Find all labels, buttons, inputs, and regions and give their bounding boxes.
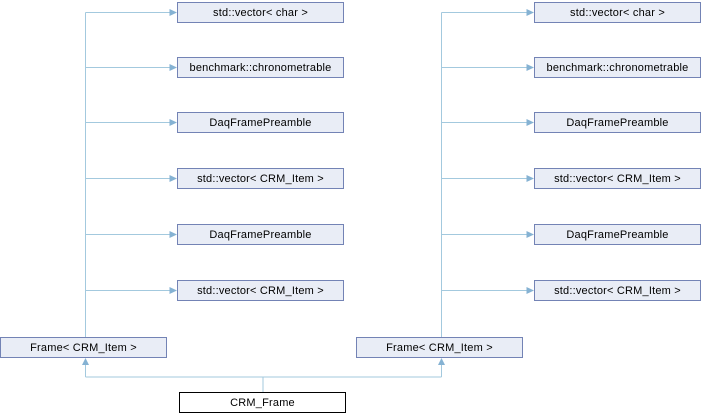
arrowhead-icon [169,9,177,16]
arrowhead-icon [526,64,534,71]
class-node-daq-preamble-2-right[interactable]: DaqFramePreamble [534,224,701,245]
arrowhead-icon [169,231,177,238]
class-node-vec-crm-item-1-right[interactable]: std::vector< CRM_Item > [534,168,701,189]
class-node-vec-crm-item-2-left[interactable]: std::vector< CRM_Item > [177,280,344,301]
arrowhead-icon [169,175,177,182]
class-node-vec-char-right[interactable]: std::vector< char > [534,2,701,23]
class-node-daq-preamble-1-right[interactable]: DaqFramePreamble [534,112,701,133]
arrowhead-icon [169,287,177,294]
class-node-chronometrable-left[interactable]: benchmark::chronometrable [177,57,344,78]
arrowhead-icon [169,119,177,126]
arrowhead-icon [526,9,534,16]
arrowhead-icon [438,358,445,365]
arrowhead-icon [526,231,534,238]
arrowhead-icon [526,287,534,294]
arrowhead-icon [526,119,534,126]
class-node-daq-preamble-2-left[interactable]: DaqFramePreamble [177,224,344,245]
class-node-chronometrable-right[interactable]: benchmark::chronometrable [534,57,701,78]
main-class-node-crm-frame: CRM_Frame [179,392,346,413]
arrowhead-icon [169,64,177,71]
class-node-vec-crm-item-2-right[interactable]: std::vector< CRM_Item > [534,280,701,301]
class-node-frame-right[interactable]: Frame< CRM_Item > [356,337,523,358]
class-node-vec-crm-item-1-left[interactable]: std::vector< CRM_Item > [177,168,344,189]
class-node-frame-left[interactable]: Frame< CRM_Item > [0,337,167,358]
arrowhead-icon [526,175,534,182]
arrowhead-icon [82,358,89,365]
class-node-daq-preamble-1-left[interactable]: DaqFramePreamble [177,112,344,133]
class-node-vec-char-left[interactable]: std::vector< char > [177,2,344,23]
